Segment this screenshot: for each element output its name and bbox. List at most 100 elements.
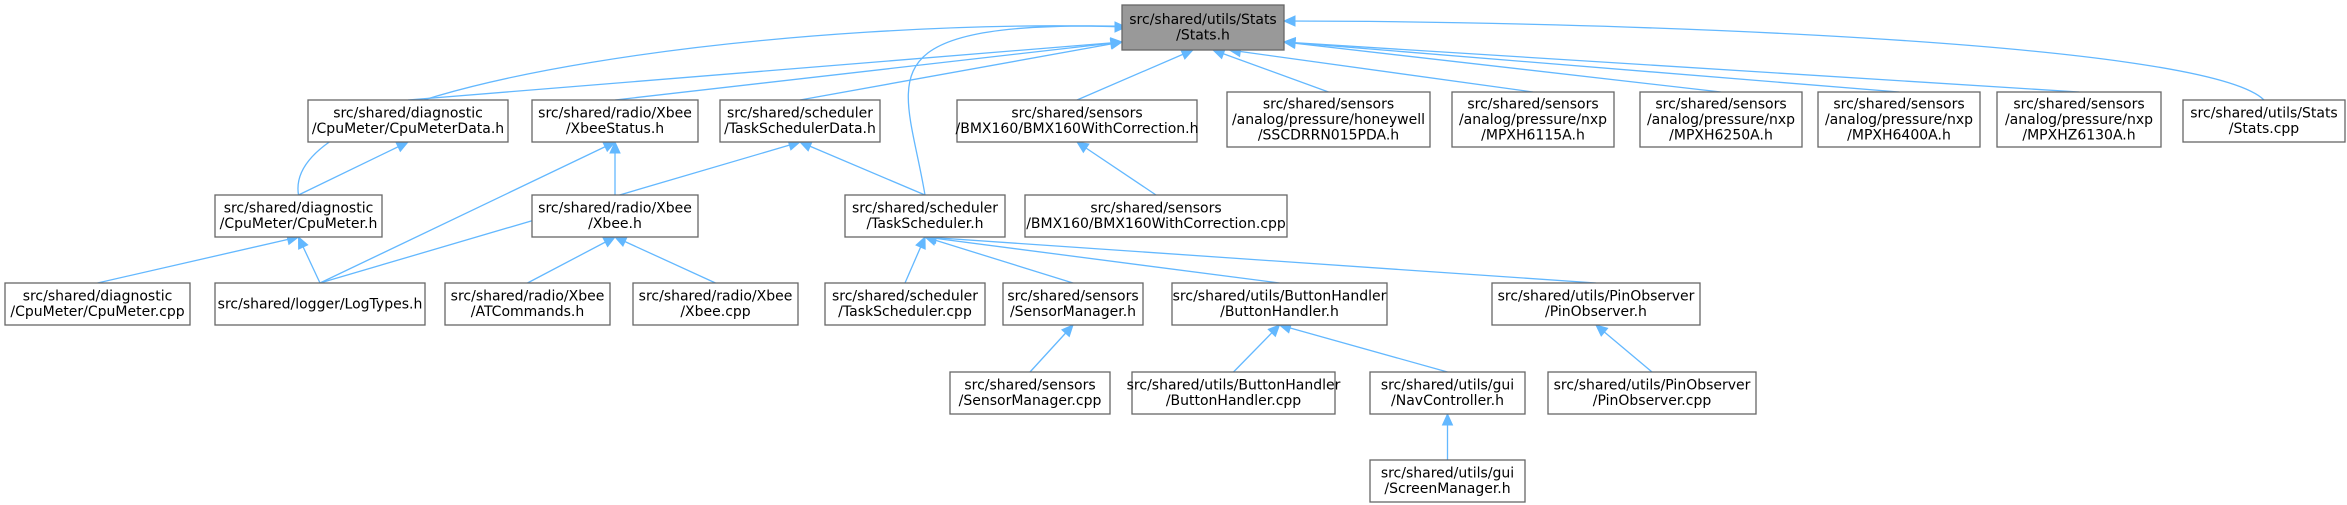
node-label-line: /SSCDRRN015PDA.h <box>1258 127 1399 143</box>
node-bmx160wc-cpp[interactable]: src/shared/sensors/BMX160/BMX160WithCorr… <box>1024 194 1288 238</box>
node-bmx160wc-h[interactable]: src/shared/sensors/BMX160/BMX160WithCorr… <box>956 99 1199 143</box>
node-cpumeterdata-h[interactable]: src/shared/diagnostic/CpuMeter/CpuMeterD… <box>307 99 509 143</box>
edge-buttonhandler_h-to-taskscheduler_h <box>924 236 1280 284</box>
node-label-line: src/shared/diagnostic <box>23 289 173 305</box>
node-xbee-h[interactable]: src/shared/radio/Xbee/Xbee.h <box>531 194 699 238</box>
node-sensormanager-h[interactable]: src/shared/sensors/SensorManager.h <box>1002 282 1144 326</box>
node-label-line: src/shared/diagnostic <box>224 201 374 217</box>
node-label-line: /BMX160/BMX160WithCorrection.h <box>956 121 1199 137</box>
edge-logtypes_h-to-xbeestatus_h <box>319 141 616 284</box>
node-label-line: src/shared/sensors <box>1833 96 1964 112</box>
node-label-line: /SensorManager.h <box>1010 304 1136 320</box>
node-label-line: src/shared/scheduler <box>727 106 873 122</box>
node-label-line: src/shared/utils/gui <box>1381 466 1514 482</box>
node-label-line: /analog/pressure/nxp <box>1825 112 1973 128</box>
edge-navcontroller_h-to-buttonhandler_h <box>1279 324 1448 373</box>
node-box <box>307 99 509 143</box>
edge-taskschedulerdata_h-to-stats_h <box>799 41 1123 101</box>
node-navcontroller-h[interactable]: src/shared/utils/gui/NavController.h <box>1369 371 1526 415</box>
node-taskscheduler-h[interactable]: src/shared/scheduler/TaskScheduler.h <box>844 194 1006 238</box>
node-label-line: src/shared/utils/PinObserver <box>1554 378 1751 394</box>
node-label-line: /TaskSchedulerData.h <box>724 121 876 137</box>
node-label-line: /analog/pressure/nxp <box>1647 112 1795 128</box>
edge-mpxhz6130a_h-to-stats_h <box>1283 41 2080 93</box>
edge-stats_cpp-to-stats_h <box>1283 20 2265 101</box>
node-box <box>1451 91 1615 148</box>
node-mpxhz6130a-h[interactable]: src/shared/sensors/analog/pressure/nxp/M… <box>1996 91 2162 148</box>
node-label-line: /Stats.h <box>1176 28 1230 44</box>
edge-cpumeter_h-to-stats_h <box>297 25 1127 196</box>
edge-pinobserver_h-to-taskscheduler_h <box>924 236 1597 284</box>
node-logtypes-h[interactable]: src/shared/logger/LogTypes.h <box>214 282 426 326</box>
node-stats-h: src/shared/utils/Stats/Stats.h <box>1121 4 1285 51</box>
node-box <box>214 194 383 238</box>
node-label-line: /Xbee.h <box>588 216 642 232</box>
node-box <box>1024 194 1288 238</box>
node-label-line: src/shared/utils/gui <box>1381 378 1514 394</box>
node-label-line: /PinObserver.cpp <box>1593 393 1712 409</box>
node-label-line: /ScreenManager.h <box>1384 481 1510 497</box>
node-box <box>1369 459 1526 503</box>
node-label-line: /MPXHZ6130A.h <box>2022 127 2135 143</box>
arrowhead-icon <box>609 140 621 154</box>
arrowhead-icon <box>1282 36 1296 49</box>
edge-bmx160wc_cpp-to-bmx160wc_h <box>1076 141 1157 196</box>
node-label-line: /NavController.h <box>1391 393 1504 409</box>
node-label-line: /CpuMeter/CpuMeter.h <box>220 216 378 232</box>
arrowhead-icon <box>1075 141 1090 154</box>
node-label-line: /TaskScheduler.h <box>866 216 983 232</box>
node-box <box>1817 91 1981 148</box>
node-xbeestatus-h[interactable]: src/shared/radio/Xbee/XbeeStatus.h <box>531 99 699 143</box>
node-mpxh6250a-h[interactable]: src/shared/sensors/analog/pressure/nxp/M… <box>1639 91 1803 148</box>
node-box <box>1131 371 1336 415</box>
edge-cpumeterdata_h-to-stats_h <box>407 41 1123 101</box>
node-taskscheduler-cpp[interactable]: src/shared/scheduler/TaskScheduler.cpp <box>824 282 986 326</box>
node-ssc-h[interactable]: src/shared/sensors/analog/pressure/honey… <box>1226 91 1431 148</box>
node-label-line: src/shared/scheduler <box>852 201 998 217</box>
node-sensormanager-cpp[interactable]: src/shared/sensors/SensorManager.cpp <box>949 371 1111 415</box>
node-label-line: src/shared/sensors <box>1655 96 1786 112</box>
node-atcommands-h[interactable]: src/shared/radio/Xbee/ATCommands.h <box>444 282 611 326</box>
node-box <box>1002 282 1144 326</box>
node-layer: src/shared/utils/Stats/Stats.h src/shared… <box>4 4 2346 503</box>
arrowhead-icon <box>297 235 309 250</box>
node-label-line: /ATCommands.h <box>471 304 585 320</box>
node-mpxh6400a-h[interactable]: src/shared/sensors/analog/pressure/nxp/M… <box>1817 91 1981 148</box>
node-cpumeter-h[interactable]: src/shared/diagnostic/CpuMeter/CpuMeter.… <box>214 194 383 238</box>
node-label-line: /analog/pressure/nxp <box>2005 112 2153 128</box>
node-pinobserver-h[interactable]: src/shared/utils/PinObserver/PinObserver… <box>1491 282 1701 326</box>
edge-taskscheduler_h-to-stats_h <box>907 25 1153 196</box>
node-label-line: src/shared/diagnostic <box>333 106 483 122</box>
edge-layer <box>97 15 2265 460</box>
node-box <box>444 282 611 326</box>
node-box <box>1121 4 1285 51</box>
node-pinobserver-cpp[interactable]: src/shared/utils/PinObserver/PinObserver… <box>1547 371 1757 415</box>
edge-mpxh6115a_h-to-stats_h <box>1229 49 1534 93</box>
node-label-line: /MPXH6115A.h <box>1481 127 1585 143</box>
node-box <box>531 194 699 238</box>
node-xbee-cpp[interactable]: src/shared/radio/Xbee/Xbee.cpp <box>632 282 799 326</box>
edge-cpumeter_h-to-cpumeterdata_h <box>298 141 409 196</box>
node-buttonhandler-cpp[interactable]: src/shared/utils/ButtonHandler/ButtonHan… <box>1127 371 1341 415</box>
node-box <box>844 194 1006 238</box>
node-mpxh6115a-h[interactable]: src/shared/sensors/analog/pressure/nxp/M… <box>1451 91 1615 148</box>
node-label-line: src/shared/radio/Xbee <box>639 289 793 305</box>
node-label-line: /analog/pressure/nxp <box>1459 112 1607 128</box>
arrowhead-icon <box>1180 49 1195 60</box>
node-box <box>2182 99 2346 143</box>
node-label-line: /MPXH6250A.h <box>1669 127 1773 143</box>
node-taskschedulerdata-h[interactable]: src/shared/scheduler/TaskSchedulerData.h <box>719 99 881 143</box>
node-label-line: /Stats.cpp <box>2229 121 2299 137</box>
arrowhead-icon <box>915 235 926 250</box>
node-box <box>1171 282 1388 326</box>
edge-mpxh6250a_h-to-stats_h <box>1283 41 1722 93</box>
node-screenmanager-h[interactable]: src/shared/utils/gui/ScreenManager.h <box>1369 459 1526 503</box>
edge-bmx160wc_h-to-stats_h <box>1076 49 1194 101</box>
node-buttonhandler-h[interactable]: src/shared/utils/ButtonHandler/ButtonHan… <box>1171 282 1388 326</box>
node-box <box>214 282 426 326</box>
node-box <box>1369 371 1526 415</box>
node-label-line: /ButtonHandler.cpp <box>1166 393 1301 409</box>
node-cpumeter-cpp[interactable]: src/shared/diagnostic/CpuMeter/CpuMeter.… <box>4 282 191 326</box>
node-label-line: /TaskScheduler.cpp <box>838 304 972 320</box>
node-stats-cpp[interactable]: src/shared/utils/Stats/Stats.cpp <box>2182 99 2346 143</box>
